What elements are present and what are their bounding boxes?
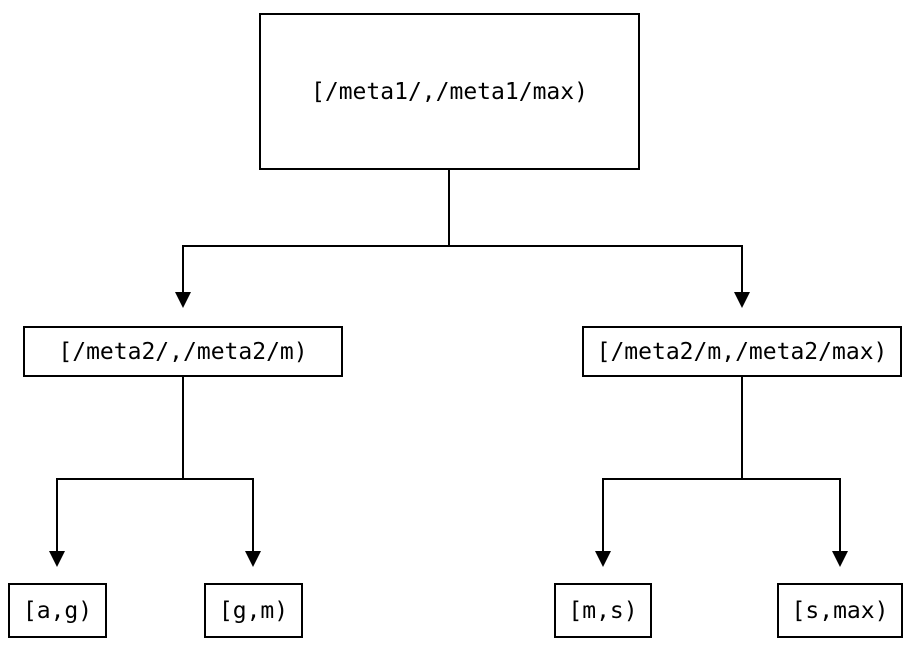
edge-right-stem — [741, 377, 743, 479]
edge-left-leafgm-drop — [252, 478, 254, 552]
node-leaf-g-m: [g,m) — [204, 583, 303, 638]
arrowhead-down-icon — [595, 551, 611, 567]
edge-root-bar — [182, 245, 743, 247]
edge-left-bar — [56, 478, 254, 480]
edge-root-left-drop — [182, 245, 184, 294]
edge-root-stem — [448, 170, 450, 246]
node-meta2-lower-range: [/meta2/,/meta2/m) — [23, 326, 343, 377]
arrowhead-down-icon — [49, 551, 65, 567]
edge-left-stem — [182, 377, 184, 479]
node-root-meta1-range: [/meta1/,/meta1/max) — [259, 13, 640, 170]
edge-right-leafsmax-drop — [839, 478, 841, 552]
node-leaf-a-g: [a,g) — [8, 583, 107, 638]
arrowhead-down-icon — [734, 292, 750, 308]
edge-root-right-drop — [741, 245, 743, 294]
node-leaf-m-s: [m,s) — [554, 583, 652, 638]
edge-left-leafag-drop — [56, 478, 58, 552]
node-leaf-s-max: [s,max) — [777, 583, 903, 638]
arrowhead-down-icon — [832, 551, 848, 567]
arrowhead-down-icon — [175, 292, 191, 308]
arrowhead-down-icon — [245, 551, 261, 567]
edge-right-leafms-drop — [602, 478, 604, 552]
node-meta2-upper-range: [/meta2/m,/meta2/max) — [582, 326, 902, 377]
edge-right-bar — [602, 478, 841, 480]
